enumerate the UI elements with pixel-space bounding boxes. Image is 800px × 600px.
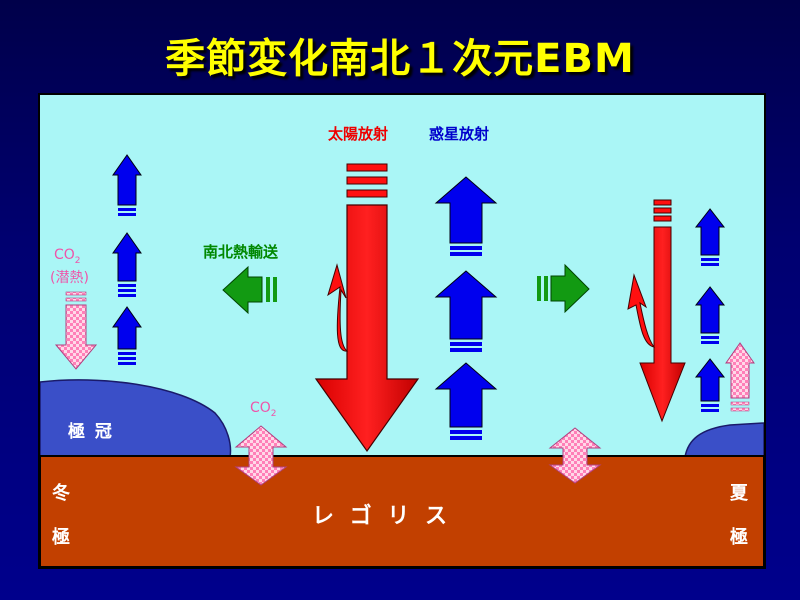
co2-latent-arrow <box>54 291 98 370</box>
planetary-arrow-left-bottom <box>112 306 142 365</box>
polar-cap-summer <box>684 422 764 458</box>
meridional-transport-label: 南北熱輸送 <box>203 243 279 261</box>
transport-arrow-right <box>537 263 590 314</box>
solar-reflection-arrow-center <box>327 263 349 352</box>
co2-sublimation-arrow-right <box>725 342 755 412</box>
solar-radiation-arrow-center <box>314 163 420 453</box>
regolith-label: レ ゴ リ ス <box>312 504 451 529</box>
planetary-arrow-center-top <box>434 176 498 256</box>
co2-exchange-arrow-right <box>548 427 602 484</box>
planetary-arrow-right-top <box>694 208 726 266</box>
co2-latent-label: CO2 <box>54 247 81 266</box>
ebm-diagram <box>40 95 764 567</box>
summer-pole-label-2: 極 <box>730 527 748 548</box>
planetary-arrow-center-mid <box>434 270 498 352</box>
planetary-arrow-center-bottom <box>434 362 498 440</box>
planetary-arrow-left-top <box>112 154 142 216</box>
planetary-arrow-right-mid <box>694 286 726 344</box>
regolith <box>40 455 764 567</box>
planetary-arrow-right-bottom <box>694 358 726 412</box>
planetary-radiation-label: 惑星放射 <box>429 125 490 143</box>
winter-pole-label-1: 冬 <box>52 483 70 504</box>
solar-radiation-arrow-right <box>639 199 686 423</box>
page-title: 季節変化南北１次元EBM <box>165 36 635 82</box>
diagram-frame: 太陽放射 惑星放射 南北熱輸送 CO2 (潜熱) CO2 極 冠 レ ゴ リ ス… <box>38 93 766 569</box>
latent-heat-label: (潜熱) <box>50 270 89 286</box>
co2-exchange-arrow-left <box>234 425 288 486</box>
transport-arrow-left <box>222 265 277 315</box>
solar-reflection-arrow-right <box>627 273 656 348</box>
winter-pole-label-2: 極 <box>52 527 70 548</box>
polar-cap-winter <box>40 379 232 458</box>
planetary-arrow-left-mid <box>112 232 142 297</box>
solar-radiation-label: 太陽放射 <box>328 125 389 143</box>
polar-cap-label: 極 冠 <box>68 422 114 442</box>
summer-pole-label-1: 夏 <box>730 483 748 504</box>
co2-exchange-label: CO2 <box>250 400 277 419</box>
